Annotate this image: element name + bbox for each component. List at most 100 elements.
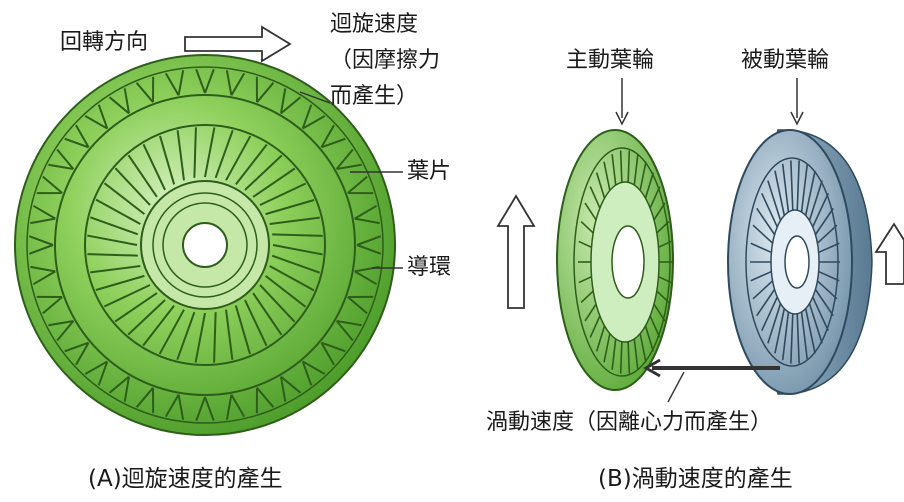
inner-blade [103,182,146,215]
friction-note-line2: 而產生） [330,84,419,109]
inner-blade [265,199,315,216]
inner-blade [225,309,234,360]
impeller-blade [578,240,592,249]
outer-blade [108,88,130,115]
impeller-blade [580,220,594,234]
impeller-blade [814,288,834,317]
impeller-blade [790,160,794,211]
impeller-blade [603,333,611,363]
impeller-blade [658,275,672,284]
inner-blade [259,182,307,206]
outer-blade [164,70,185,96]
blade-ring-outer [28,68,382,422]
impeller-blade [611,154,617,186]
outer-blade [280,375,302,402]
impeller-blade [752,280,774,300]
impeller-blade [595,172,606,199]
outer-blade [28,235,54,255]
inner-blade [142,304,175,347]
vortex-speed-label: 渦動速度（因離心力而產生） [486,410,773,435]
inner-blade [234,305,251,355]
impeller-blade [639,161,647,191]
impeller-blade [580,290,594,304]
up-arrow-left-icon [496,194,536,309]
impeller-blade [800,163,809,213]
guide-ring-label: 導環 [407,255,452,280]
caption-a: (A)迴旋速度的產生 [88,466,283,492]
inner-blade [214,129,234,179]
inner-blade [252,167,296,198]
outer-blade [195,68,215,94]
outer-blade [135,76,155,103]
outer-blade [335,320,362,342]
outer-blade [347,295,374,315]
driven-impeller [727,129,873,395]
outer-blade [164,394,185,420]
impeller-blade [814,207,834,236]
impeller-blade [627,341,631,374]
inner-blade [264,275,307,308]
outer-blade [320,341,346,366]
outer-blade [320,124,346,149]
outer-blade [36,295,63,315]
inner-blade [269,265,315,292]
impeller-blade [656,220,670,234]
inner-blade [235,143,268,186]
impeller-blade [611,338,617,370]
impeller-blade [644,172,655,199]
blade-ring-inner [87,127,323,363]
driving-impeller [556,129,674,391]
outer-blade [84,104,109,130]
rotation-direction-label: 回轉方向 [60,30,149,55]
inner-blade [272,233,323,237]
impeller-blade [658,240,672,249]
inner-blade [213,312,217,363]
inner-blade [95,274,145,291]
impeller-blade [619,150,623,183]
outer-blade [64,341,90,366]
outer-blade [255,76,275,103]
impeller-blade [812,192,829,228]
impeller-blade [633,338,639,370]
impeller-blade [774,170,786,216]
outer-blade [195,396,215,422]
impeller-blade [804,170,816,216]
impeller-blade [750,242,772,254]
outer-blade [30,204,56,225]
impeller-blade [589,186,601,209]
inner-blade [114,167,151,206]
impeller-blade [816,280,838,300]
impeller-blade [595,325,606,352]
inner-blade [252,292,283,336]
impeller-blade [767,303,782,344]
outer-blade [354,204,380,225]
inner-blade [95,198,141,225]
impeller-blade [603,161,611,191]
inner-blade [272,244,323,256]
impeller-blade [653,303,666,322]
inner-blade [244,154,283,191]
impeller-blade [644,325,655,352]
inner-blade [159,135,176,185]
impeller-blade [756,207,776,236]
inner-blade [176,311,196,361]
outer-blade [84,360,109,386]
inner-blade [103,284,151,308]
driven-impeller-label: 被動葉輪 [741,48,830,73]
impeller-blade [750,270,772,282]
impeller-blade [589,315,601,338]
inner-blade [225,135,252,181]
caption-b: (B)渦動速度的產生 [598,466,793,492]
impeller-blade [767,180,782,221]
outer-blade [356,235,382,255]
impeller-blade [816,224,838,244]
inner-blade [127,299,166,336]
outer-blade [48,320,75,342]
impeller-blade [639,333,647,363]
impeller-blade [649,186,661,209]
impeller-blade [649,315,661,338]
rotation-arrow-icon [184,25,292,63]
inner-blade [259,284,296,323]
impeller-blade [804,308,816,354]
